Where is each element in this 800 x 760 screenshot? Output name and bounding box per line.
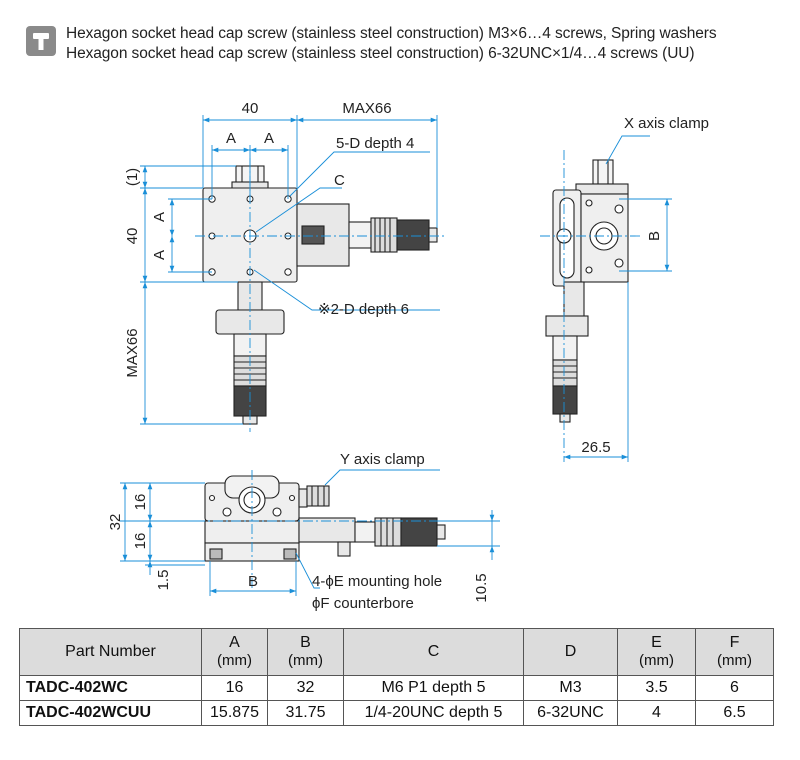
col-header-part-number: Part Number: [19, 628, 202, 676]
dim-40-left: 40: [124, 228, 141, 245]
front-view-labels: Y axis clamp 32 16 16 1.5 B 4-ϕE mountin…: [107, 451, 490, 612]
dim-a-top-2: A: [264, 130, 274, 147]
cell-a: 15.875: [201, 700, 268, 726]
label-2d-depth: ※2-D depth 6: [318, 301, 409, 318]
header-notes: Hexagon socket head cap screw (stainless…: [26, 23, 796, 67]
dim-b-bottom: B: [248, 573, 258, 590]
top-view-labels: 40 MAX66 A A 5-D depth 4 C ※2-D depth 6 …: [124, 100, 414, 378]
label-c: C: [334, 172, 345, 189]
cell-e: 3.5: [617, 675, 696, 701]
dim-10-5: 10.5: [473, 573, 490, 602]
top-view-dimensions: [140, 115, 445, 432]
dim-32: 32: [107, 514, 124, 531]
header-line-1: Hexagon socket head cap screw (stainless…: [66, 25, 717, 42]
side-view-labels: X axis clamp B 26.5: [581, 115, 709, 456]
table-row: TADC-402WCUU 15.875 31.75 1/4-20UNC dept…: [19, 700, 774, 726]
label-counterbore: ϕF counterbore: [312, 595, 414, 612]
col-header-e: E(mm): [617, 628, 696, 676]
side-view-dimensions: [540, 135, 672, 462]
cell-b: 32: [267, 675, 344, 701]
part-number-cell: TADC-402WCUU: [19, 700, 202, 726]
dim-a-left-1: A: [151, 212, 168, 222]
dim-16-upper: 16: [132, 494, 149, 511]
cell-c: 1/4-20UNC depth 5: [343, 700, 524, 726]
cell-f: 6: [695, 675, 774, 701]
part-number-cell: TADC-402WC: [19, 675, 202, 701]
label-y-axis-clamp: Y axis clamp: [340, 451, 425, 468]
cell-c: M6 P1 depth 5: [343, 675, 524, 701]
cell-f: 6.5: [695, 700, 774, 726]
header-line-2: Hexagon socket head cap screw (stainless…: [66, 45, 695, 62]
table-header-row: Part Number A(mm) B(mm) C D E(mm) F(mm): [19, 628, 774, 676]
cell-d: 6-32UNC: [523, 700, 618, 726]
dim-1-5: 1.5: [155, 570, 172, 591]
label-5d-depth: 5-D depth 4: [336, 135, 414, 152]
cell-d: M3: [523, 675, 618, 701]
dim-a-top-1: A: [226, 130, 236, 147]
technical-drawing: 40 MAX66 A A 5-D depth 4 C ※2-D depth 6 …: [107, 100, 709, 612]
dim-40-top: 40: [242, 100, 259, 117]
dim-max66-left: MAX66: [124, 328, 141, 377]
cell-a: 16: [201, 675, 268, 701]
col-header-c: C: [343, 628, 524, 676]
cell-b: 31.75: [267, 700, 344, 726]
col-header-b: B(mm): [267, 628, 344, 676]
label-x-axis-clamp: X axis clamp: [624, 115, 709, 132]
screw-icon: [26, 26, 56, 56]
side-view: [545, 159, 629, 423]
cell-e: 4: [617, 700, 696, 726]
top-view: [202, 165, 438, 425]
dim-1: (1): [124, 168, 141, 186]
col-header-d: D: [523, 628, 618, 676]
dim-max66-top: MAX66: [342, 100, 391, 117]
front-view: [204, 475, 446, 562]
dim-16-lower: 16: [132, 533, 149, 550]
col-header-f: F(mm): [695, 628, 774, 676]
table-row: TADC-402WC 16 32 M6 P1 depth 5 M3 3.5 6: [19, 675, 774, 701]
col-header-a: A(mm): [201, 628, 268, 676]
spec-table: Part Number A(mm) B(mm) C D E(mm) F(mm) …: [19, 628, 774, 726]
label-mounting-hole: 4-ϕE mounting hole: [312, 573, 442, 590]
dim-b-right: B: [646, 231, 663, 241]
dim-a-left-2: A: [151, 250, 168, 260]
front-view-dimensions: [120, 469, 500, 596]
dim-26-5: 26.5: [581, 439, 610, 456]
